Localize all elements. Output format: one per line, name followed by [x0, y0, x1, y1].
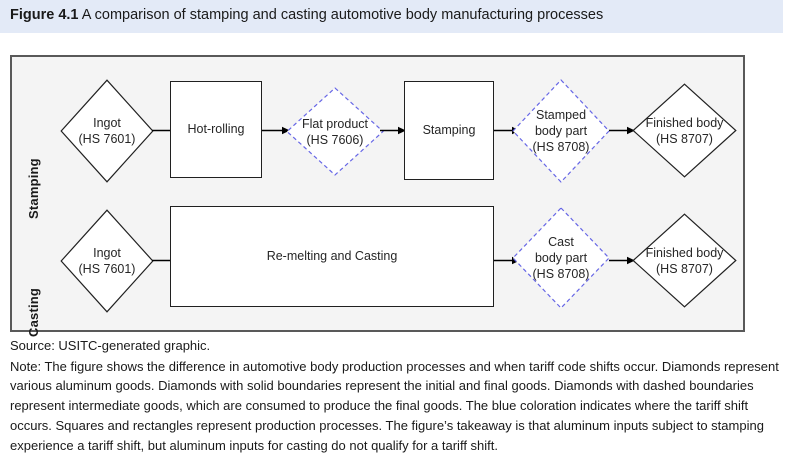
arrow-flat-product-to-stamping: [380, 126, 406, 135]
node-label: Re-melting and Casting: [267, 249, 398, 265]
node-label: Stamping: [423, 123, 476, 139]
diamond-outline-dashed: [512, 79, 610, 183]
node-re-melting-and-casting: Re-melting and Casting: [170, 206, 494, 307]
diamond-outline-solid: [60, 209, 154, 313]
node-stamping-ingot: Ingot (HS 7601): [60, 79, 154, 183]
diamond-outline-solid: [632, 83, 737, 178]
figure-number: Figure 4.1: [10, 7, 79, 23]
node-label: Hot-rolling: [188, 122, 245, 138]
figure-title-bar: Figure 4.1 A comparison of stamping and …: [0, 0, 783, 33]
node-cast-body-part: Cast body part (HS 8708): [512, 207, 610, 309]
figure-caption: A comparison of stamping and casting aut…: [79, 7, 604, 23]
page-title: Figure 4.1 A comparison of stamping and …: [10, 7, 603, 23]
node-stamping-process: Stamping: [404, 81, 494, 180]
diamond-outline-solid: [60, 79, 154, 183]
figure-diagram-frame: Stamping Casting Ingot (HS 7601) Hot-rol…: [10, 55, 745, 332]
diamond-outline-dashed: [286, 87, 384, 176]
figure-note: Note: The figure shows the difference in…: [10, 357, 786, 455]
diamond-outline-solid: [632, 213, 737, 308]
node-casting-finished-body: Finished body (HS 8707): [632, 213, 737, 308]
source-note: Source: USITC-generated graphic.: [10, 336, 786, 356]
node-stamped-body-part: Stamped body part (HS 8708): [512, 79, 610, 183]
node-stamping-finished-body: Finished body (HS 8707): [632, 83, 737, 178]
node-hot-rolling: Hot-rolling: [170, 81, 262, 178]
row-label-stamping: Stamping: [26, 149, 41, 229]
diamond-outline-dashed: [512, 207, 610, 309]
node-flat-product: Flat product (HS 7606): [286, 87, 384, 176]
node-casting-ingot: Ingot (HS 7601): [60, 209, 154, 313]
